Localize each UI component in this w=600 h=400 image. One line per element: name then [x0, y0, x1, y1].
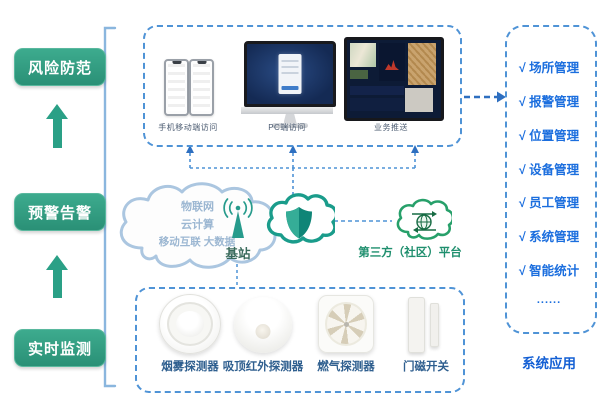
- pc-monitor-image: [241, 41, 336, 128]
- smoke-detector-label: 烟雾探测器: [161, 361, 219, 373]
- cloud-line-iot: 物联网: [181, 201, 214, 213]
- pir-detector-image: [234, 297, 292, 353]
- pc-login-screen: [244, 41, 336, 107]
- flow-up-arrow-2: [46, 255, 68, 298]
- cloud-line-mobile-bigdata: 移动互联 大数据: [158, 236, 236, 248]
- app-item-device: √ 设备管理: [518, 162, 580, 177]
- gas-detector-label: 燃气探测器: [317, 361, 375, 373]
- smartphone-image-1: [164, 59, 189, 116]
- applications-list: √ 场所管理 √ 报警管理 √ 位置管理 √ 设备管理 √ 员工管理 √ 系统管…: [505, 25, 593, 330]
- smartphone-image-2: [189, 59, 214, 116]
- pc-access-label: PC端访问: [268, 123, 306, 132]
- security-shield-cloud-icon: [266, 193, 335, 244]
- flow-up-arrow-1: [46, 104, 68, 148]
- app-item-location: √ 位置管理: [518, 128, 580, 143]
- terminals-box: [143, 25, 462, 147]
- flow-step-realtime-monitoring: 实时监测: [14, 329, 106, 367]
- third-party-cloud-icon: [396, 198, 452, 240]
- app-item-statistics: √ 智能统计: [518, 264, 580, 279]
- door-sensor-image: [408, 297, 425, 353]
- third-party-label: 第三方（社区）平台: [358, 247, 462, 259]
- applications-caption: 系统应用: [522, 356, 576, 371]
- gas-detector-image: [318, 295, 374, 353]
- sensors-box: [135, 287, 465, 393]
- applications-box: [505, 25, 597, 334]
- mobile-access-label: 手机移动端访问: [158, 123, 218, 132]
- app-item-system: √ 系统管理: [518, 230, 580, 245]
- door-sensor-label: 门磁开关: [403, 361, 449, 373]
- app-item-staff: √ 员工管理: [518, 196, 580, 211]
- door-sensor-magnet-image: [430, 303, 439, 347]
- pir-detector-label: 吸顶红外探测器: [222, 361, 304, 373]
- app-item-alarm: √ 报警管理: [518, 94, 580, 109]
- business-push-label: 业务推送: [374, 123, 408, 132]
- app-item-place: √ 场所管理: [518, 61, 580, 75]
- cloud-line-cloudcomputing: 云计算: [181, 219, 214, 231]
- app-item-more: ......: [536, 293, 562, 306]
- flow-step-risk-prevention: 风险防范: [14, 48, 106, 86]
- terminal-uplink-lines: [189, 152, 416, 196]
- uplink-green-arrow: [286, 211, 318, 232]
- smoke-detector-image: [159, 294, 221, 354]
- flow-step-early-warning: 预警告警: [14, 193, 106, 231]
- dashboard-image: [344, 37, 444, 121]
- base-station-label: 基站: [225, 247, 251, 261]
